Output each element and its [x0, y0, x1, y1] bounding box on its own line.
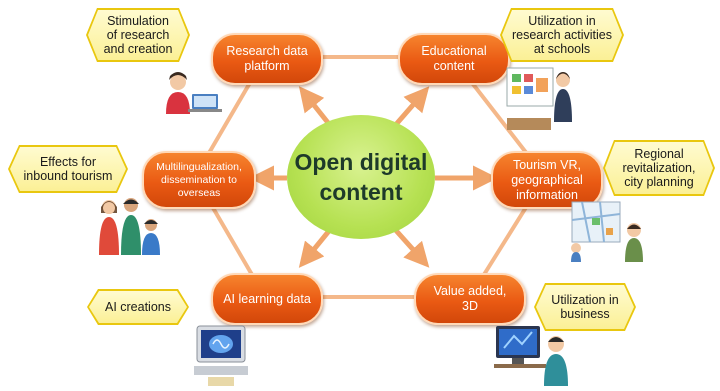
center-label: Open digital content: [294, 149, 428, 205]
node-multilingualization: Multilingualization, dissemination to ov…: [142, 151, 256, 209]
node-label: Value added, 3D: [433, 284, 507, 313]
family-tourists-icon: [99, 198, 160, 255]
tag-regional-revitalization: Regional revitalization, city planning: [603, 140, 715, 196]
node-value-added-3d: Value added, 3D: [414, 273, 526, 325]
person-at-laptop-icon: [166, 72, 222, 114]
tag-utilization-schools: Utilization in research activities at sc…: [500, 8, 624, 62]
ai-brain-computer-icon: [194, 325, 248, 386]
node-label: Research data platform: [226, 44, 308, 73]
node-label: AI learning data: [223, 291, 311, 306]
node-educational-content: Educational content: [398, 33, 510, 85]
tag-utilization-business: Utilization in business: [534, 283, 636, 331]
node-label: Educational content: [421, 44, 487, 73]
tag-label: Effects for inbound tourism: [23, 155, 113, 183]
tag-label: Utilization in business: [551, 293, 619, 321]
teacher-at-board-icon: [506, 67, 572, 130]
node-label: Tourism VR, geographical information: [511, 157, 583, 202]
tag-inbound-tourism: Effects for inbound tourism: [8, 145, 128, 193]
person-at-monitor-icon: [494, 326, 568, 386]
map-planning-icon: [571, 201, 643, 262]
node-ai-learning-data: AI learning data: [211, 273, 323, 325]
tag-label: Stimulation of research and creation: [103, 14, 173, 56]
node-label: Multilingualization, dissemination to ov…: [156, 160, 242, 199]
tag-label: AI creations: [104, 300, 171, 314]
tag-label: Utilization in research activities at sc…: [511, 14, 613, 56]
tag-stimulation-research: Stimulation of research and creation: [86, 8, 190, 62]
node-research-data-platform: Research data platform: [211, 33, 323, 85]
tag-ai-creations: AI creations: [87, 289, 189, 325]
node-tourism-vr: Tourism VR, geographical information: [491, 151, 603, 209]
tag-label: Regional revitalization, city planning: [622, 147, 696, 189]
center-circle: Open digital content: [287, 115, 435, 239]
